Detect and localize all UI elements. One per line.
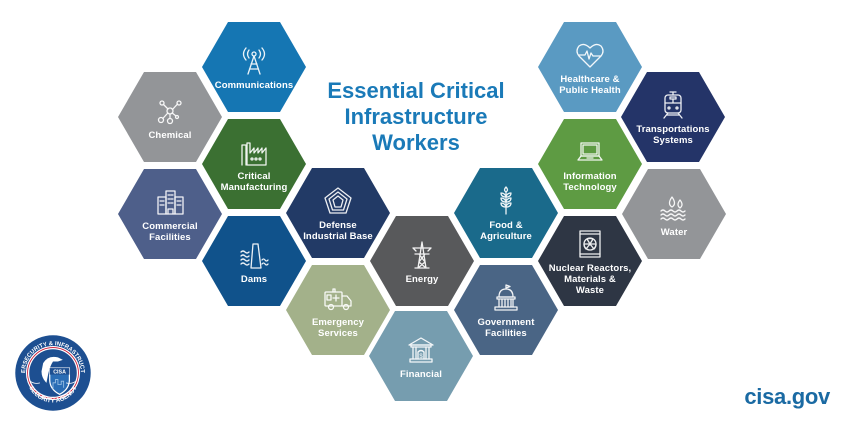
sector-hex-information-technology: Information Technology (538, 119, 642, 209)
pentagon-icon (324, 187, 352, 214)
sector-label: Dams (240, 273, 268, 285)
svg-text:$: $ (419, 354, 423, 360)
sector-label: Critical Manufacturing (220, 171, 288, 193)
sector-hex-financial: $ Financial (369, 311, 473, 401)
sector-hex-communications: Communications (202, 22, 306, 112)
radiation-barrel-icon (579, 229, 601, 258)
sector-hex-commercial-facilities: Commercial Facilities (118, 169, 222, 259)
molecule-icon (157, 99, 182, 124)
dam-icon (240, 242, 269, 269)
factory-icon (241, 142, 267, 166)
sector-hex-dams: Dams (202, 216, 306, 306)
sector-hex-chemical: Chemical (118, 72, 222, 162)
sector-label: Food & Agriculture (480, 220, 532, 242)
cisa-website-link[interactable]: cisa.gov (744, 384, 830, 409)
ambulance-icon (324, 288, 352, 311)
heart-pulse-icon (576, 43, 604, 68)
sector-label: Commercial Facilities (142, 221, 198, 243)
power-tower-icon (412, 240, 432, 269)
sector-label: Energy (405, 273, 439, 285)
sector-hex-energy: Energy (370, 216, 474, 306)
sector-hex-transportation: Transportations Systems (621, 72, 725, 162)
sector-hex-food-agriculture: Food & Agriculture (454, 168, 558, 258)
sector-hex-defense-industrial-base: Defense Industrial Base (286, 168, 390, 258)
sector-hex-nuclear: Nuclear Reactors, Materials & Waste (538, 216, 642, 306)
sector-label: Information Technology (563, 171, 617, 193)
buildings-icon (157, 190, 184, 215)
sector-label: Transportations Systems (636, 124, 710, 146)
capitol-icon (494, 284, 518, 311)
sector-label: Emergency Services (311, 317, 365, 339)
sector-label: Government Facilities (477, 317, 535, 339)
svg-text:CISA: CISA (53, 369, 66, 375)
sector-hex-critical-manufacturing: Critical Manufacturing (202, 119, 306, 209)
sector-label: Defense Industrial Base (303, 220, 373, 242)
sector-hex-government-facilities: Government Facilities (454, 265, 558, 355)
sector-hex-water: Water (622, 169, 726, 259)
laptop-icon (577, 142, 603, 161)
sector-label: Communications (214, 79, 294, 91)
sector-label: Nuclear Reactors, Materials & Waste (548, 262, 632, 296)
sector-label: Financial (399, 368, 443, 380)
radio-tower-icon (242, 46, 266, 75)
bank-icon: $ (408, 336, 434, 363)
sector-label: Water (660, 226, 688, 238)
sector-label: Healthcare & Public Health (559, 74, 621, 96)
page-title: Essential Critical Infrastructure Worker… (327, 78, 505, 155)
sector-label: Chemical (148, 129, 192, 141)
cisa-seal-logo: CYBERSECURITY & INFRASTRUCTURE SECURITY … (12, 332, 93, 413)
train-icon (663, 91, 683, 119)
wheat-icon (500, 186, 512, 215)
sector-hex-healthcare: Healthcare & Public Health (538, 22, 642, 112)
water-drops-icon (660, 195, 686, 221)
sector-hex-emergency-services: Emergency Services (286, 265, 390, 355)
